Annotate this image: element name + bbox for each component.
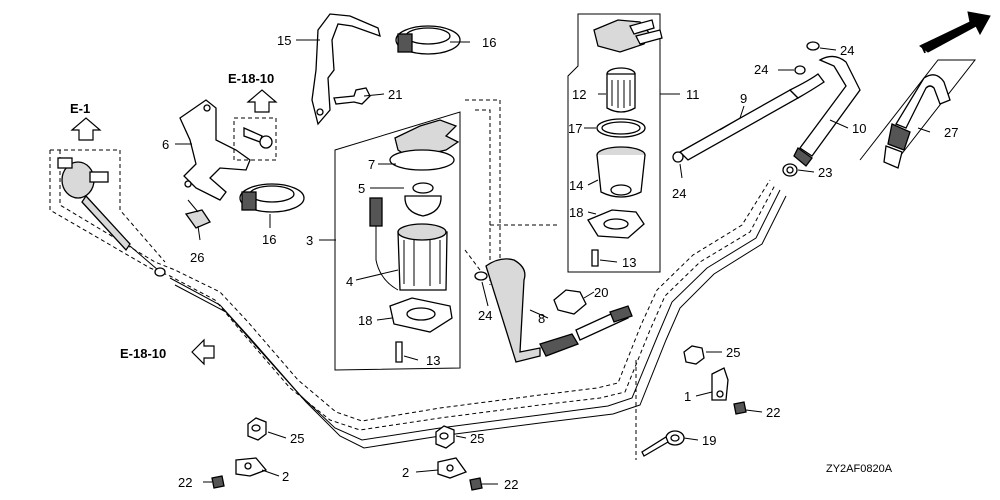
ref-label-e18-left: E-18-10 xyxy=(120,346,166,361)
callout-5: 5 xyxy=(358,181,365,196)
clamp-part-16-lower xyxy=(239,183,305,213)
callout-10: 10 xyxy=(852,121,866,136)
callout-22-left: 22 xyxy=(178,475,192,490)
callout-9: 9 xyxy=(740,91,747,106)
callout-24-mid: 24 xyxy=(672,186,686,201)
hose-part-9 xyxy=(672,73,825,163)
breather-part-27 xyxy=(859,59,977,169)
drain-screw-part-19 xyxy=(641,430,685,457)
callout-24-left: 24 xyxy=(478,308,492,323)
clip-dash xyxy=(464,249,481,271)
callout-3: 3 xyxy=(306,233,313,248)
callout-6: 6 xyxy=(162,137,169,152)
clamp-group-center xyxy=(435,425,483,491)
bolt-part-21 xyxy=(333,87,371,105)
vapor-separator-assembly xyxy=(57,157,166,277)
direction-arrow-fr xyxy=(919,11,991,53)
e1-boundary xyxy=(50,149,166,263)
bolt-small xyxy=(233,117,277,161)
filter-boundary xyxy=(465,99,501,288)
callout-17: 17 xyxy=(568,121,582,136)
callout-labels: 15 16 21 6 16 26 3 7 5 4 18 13 11 12 17 … xyxy=(162,33,958,492)
callout-1-right: 1 xyxy=(684,389,691,404)
fuel-filter-box-right xyxy=(567,13,663,273)
bracket-part-6 xyxy=(179,99,251,201)
fuel-pipe-run xyxy=(49,150,787,449)
filter-boundary-inner xyxy=(475,109,491,285)
callout-26: 26 xyxy=(190,250,204,265)
callout-24-top-right: 24 xyxy=(840,43,854,58)
callout-19: 19 xyxy=(702,433,716,448)
callout-27: 27 xyxy=(944,125,958,140)
clamp-part-16-upper xyxy=(395,25,461,55)
grommet-part-26 xyxy=(184,199,211,229)
callout-2-left: 2 xyxy=(282,469,289,484)
callout-25-left: 25 xyxy=(290,431,304,446)
leader-lines xyxy=(175,39,931,485)
callout-11: 11 xyxy=(686,87,700,102)
callout-25-right: 25 xyxy=(726,345,740,360)
ref-arrow-e18-left xyxy=(191,338,215,366)
clamp-group-left xyxy=(211,417,268,489)
callout-22-right: 22 xyxy=(766,405,780,420)
clip-part-24-left xyxy=(474,271,488,281)
clip-part-24-top xyxy=(794,41,820,75)
bracket-part-15 xyxy=(311,13,381,126)
hose-part-8 xyxy=(485,258,633,363)
callout-8: 8 xyxy=(538,311,545,326)
callout-16-upper: 16 xyxy=(482,35,496,50)
callout-20: 20 xyxy=(594,285,608,300)
callout-16-lower: 16 xyxy=(262,232,276,247)
clip-part-23 xyxy=(782,163,798,177)
callout-4: 4 xyxy=(346,274,353,289)
callout-7: 7 xyxy=(368,157,375,172)
callout-18-left: 18 xyxy=(358,313,372,328)
callout-13-right: 13 xyxy=(622,255,636,270)
ref-arrow-e1 xyxy=(70,117,102,141)
callout-12: 12 xyxy=(572,87,586,102)
ref-label-e18-top: E-18-10 xyxy=(228,71,274,86)
callout-2-center: 2 xyxy=(402,465,409,480)
hose-part-10 xyxy=(793,55,861,167)
callout-15: 15 xyxy=(277,33,291,48)
callout-21: 21 xyxy=(388,87,402,102)
clip-part-20 xyxy=(553,289,587,315)
ref-arrow-e18-top xyxy=(246,89,278,113)
callout-14: 14 xyxy=(569,178,583,193)
callout-24-top-left: 24 xyxy=(754,62,768,77)
callout-23: 23 xyxy=(818,165,832,180)
fuel-filter-box xyxy=(334,111,461,371)
clamp-group-right xyxy=(683,345,747,415)
figure-code: ZY2AF0820A xyxy=(826,463,893,475)
callout-22-center: 22 xyxy=(504,477,518,492)
ref-label-e1: E-1 xyxy=(70,101,90,116)
callout-18-right: 18 xyxy=(569,205,583,220)
callout-13-left: 13 xyxy=(426,353,440,368)
callout-25-center: 25 xyxy=(470,431,484,446)
